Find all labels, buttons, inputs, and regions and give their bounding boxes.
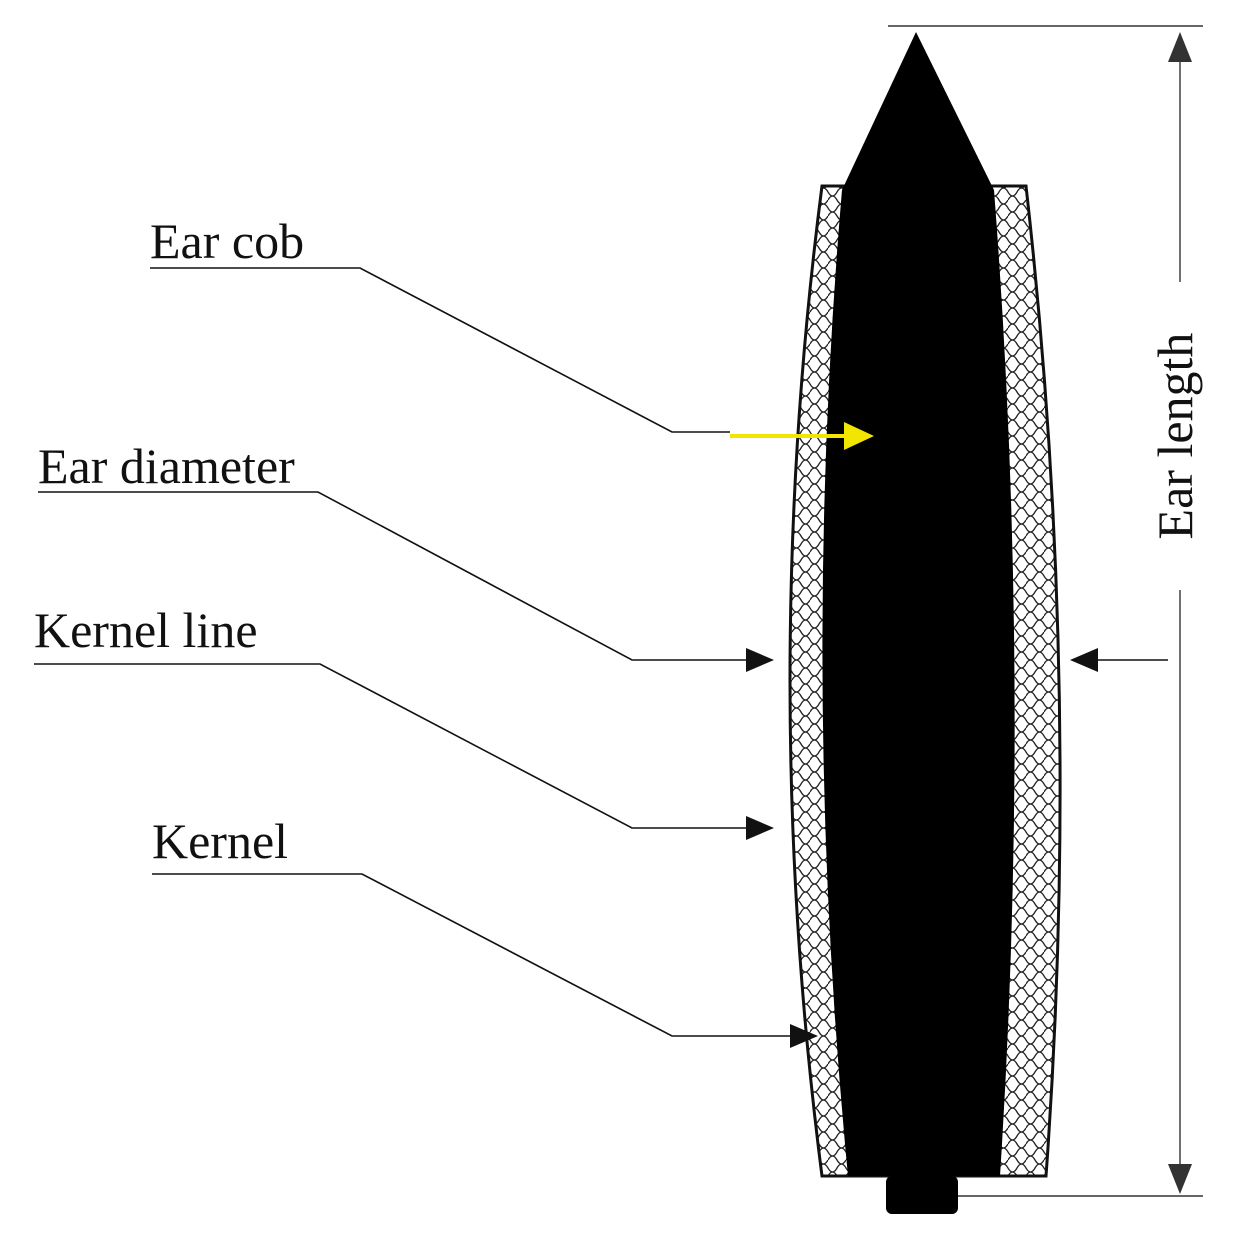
ear-length-label: Ear length bbox=[1147, 333, 1203, 540]
kernel-line-arrow-icon bbox=[746, 816, 774, 840]
kernel-leader bbox=[152, 873, 790, 1037]
ear-cob-label: Ear cob bbox=[150, 213, 304, 269]
kernel-arrow-icon bbox=[790, 1024, 818, 1048]
ear-cob-shape bbox=[822, 32, 1015, 1176]
ear-diameter-label: Ear diameter bbox=[38, 438, 295, 494]
kernel-line-leader bbox=[34, 663, 746, 829]
cob-shank bbox=[886, 1176, 958, 1214]
ear-length-arrow-down-icon bbox=[1168, 1164, 1192, 1194]
kernel-label: Kernel bbox=[152, 813, 288, 869]
ear-diameter-leader bbox=[38, 491, 746, 661]
ear-cob-leader bbox=[150, 267, 730, 433]
ear-cob-arrow-icon bbox=[844, 422, 874, 450]
ear-diameter-arrow-left-icon bbox=[746, 648, 774, 672]
ear-diameter-arrow-right-icon bbox=[1070, 648, 1098, 672]
ear-length-arrow-up-icon bbox=[1168, 32, 1192, 62]
kernel-line-label: Kernel line bbox=[34, 602, 258, 658]
